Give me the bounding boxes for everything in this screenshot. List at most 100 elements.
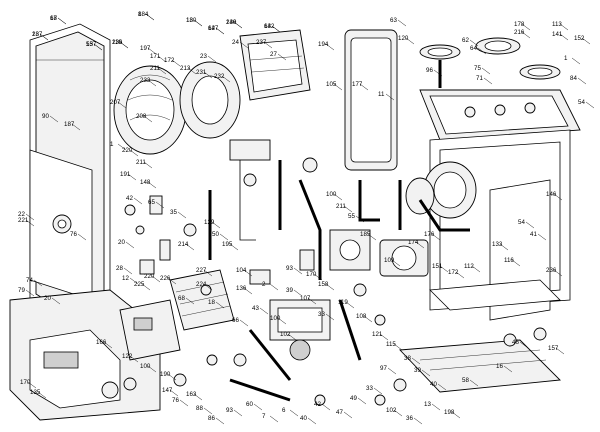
callout-number: 28: [116, 265, 123, 272]
leader-line: [207, 55, 217, 63]
leader-line: [269, 283, 279, 291]
fan-assembly: [239, 29, 311, 101]
callout-number: 16: [496, 363, 503, 370]
leader-line: [167, 373, 177, 381]
leader-line: [177, 211, 187, 219]
callout-number: 24: [232, 39, 239, 46]
leader-line: [103, 341, 113, 349]
callout-number: 38: [404, 355, 411, 362]
callout-number: 163: [186, 391, 197, 398]
leader-line: [439, 265, 449, 273]
leader-line: [221, 75, 231, 83]
callout-number: 211: [150, 65, 160, 72]
callout-number: 225: [134, 281, 145, 288]
callout-number: 141: [552, 31, 563, 38]
callout-number: 47: [336, 409, 343, 416]
leader-line: [581, 37, 591, 45]
callout-number: 58: [462, 377, 469, 384]
leader-line: [71, 123, 81, 131]
callout-number: 18: [208, 299, 215, 306]
callout-number: 76: [172, 397, 179, 404]
leader-line: [511, 259, 521, 267]
leader-line: [143, 115, 153, 123]
callout-number: 74: [26, 277, 33, 284]
callout-number: 178: [514, 21, 525, 28]
leader-line: [27, 381, 37, 389]
callout-number: 231: [196, 69, 207, 76]
callout-number: 55: [348, 213, 355, 220]
callout-number: 220: [144, 273, 155, 280]
callout-number: 39: [414, 367, 421, 374]
callout-number: 108: [356, 313, 367, 320]
callout-number: 43: [252, 305, 259, 312]
callout-number: 236: [112, 39, 123, 46]
callout-number: 27: [270, 51, 277, 58]
leader-line: [129, 277, 139, 285]
callout-number: 86: [208, 415, 215, 422]
leader-line: [585, 101, 595, 109]
callout-number: 40: [430, 381, 437, 388]
callout-number: 65: [148, 199, 155, 206]
leader-line: [537, 233, 547, 241]
callout-number: 184: [138, 11, 149, 18]
pump: [379, 239, 429, 277]
leader-line: [185, 297, 195, 305]
callout-number: 54: [578, 99, 585, 106]
leader-line: [243, 269, 253, 277]
callout-number: 146: [226, 19, 237, 26]
callout-number: 224: [196, 281, 207, 288]
leader-line: [521, 31, 531, 39]
callout-number: 187: [64, 121, 75, 128]
callout-number: 237: [256, 39, 267, 46]
callout-number: 60: [246, 401, 253, 408]
bottom-plate: [429, 279, 561, 311]
callout-number: 112: [464, 263, 474, 270]
callout-number: 64: [470, 45, 477, 52]
leader-line: [287, 333, 297, 341]
callout-number: 11: [378, 91, 385, 98]
leader-line: [215, 301, 225, 309]
leader-line: [393, 343, 403, 351]
callout-number: 40: [300, 415, 307, 422]
callout-number: 12: [122, 275, 129, 282]
callout-number: 1: [110, 141, 114, 148]
callout-number: 232: [214, 73, 225, 80]
callout-number: 213: [180, 65, 191, 72]
callout-number: 120: [398, 35, 409, 42]
callout-number: 172: [164, 57, 175, 64]
leader-line: [117, 101, 127, 109]
callout-number: 174: [408, 239, 419, 246]
callout-number: 41: [530, 231, 537, 238]
leader-line: [147, 79, 157, 87]
callout-number: 71: [476, 75, 483, 82]
leader-line: [431, 233, 441, 241]
callout-number: 55: [86, 41, 93, 48]
callout-number: 198: [444, 409, 455, 416]
leader-line: [147, 181, 157, 189]
leader-line: [343, 411, 353, 419]
callout-number: 137: [86, 41, 97, 48]
leader-line: [141, 283, 151, 291]
callout-number: 75: [474, 65, 481, 72]
callout-number: 33: [318, 311, 325, 318]
callout-number: 221: [18, 217, 29, 224]
leader-line: [571, 57, 581, 65]
front-door-panel: [29, 149, 93, 301]
leader-line: [499, 243, 509, 251]
callout-number: 170: [306, 271, 317, 278]
leader-line: [553, 269, 563, 277]
callout-number: 170: [20, 379, 31, 386]
leader-line: [333, 193, 343, 201]
callout-number: 100: [140, 363, 151, 370]
callout-number: 152: [574, 35, 585, 42]
leader-line: [343, 205, 353, 213]
leader-line: [127, 173, 137, 181]
leader-line: [233, 21, 243, 29]
pcb: [119, 299, 181, 361]
leader-line: [393, 409, 403, 417]
callout-number: 158: [318, 281, 329, 288]
callout-number: 18: [186, 17, 193, 24]
leader-line: [33, 279, 43, 287]
leader-line: [147, 47, 157, 55]
leader-line: [253, 403, 263, 411]
